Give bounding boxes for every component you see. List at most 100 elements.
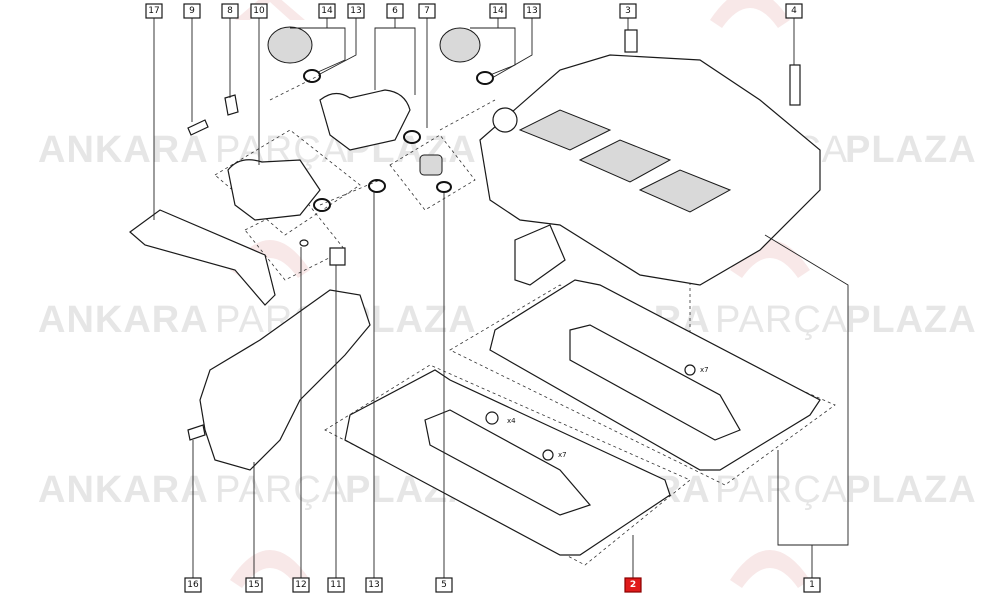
callout-label: 6	[392, 6, 398, 16]
bolt-3-icon	[624, 29, 638, 53]
watermark-word-parca: PARÇA	[715, 469, 848, 511]
quantity-label: x7	[558, 451, 567, 459]
timing-cover	[199, 289, 371, 471]
dipstick-guide	[129, 209, 276, 306]
callout-label: 2	[630, 580, 636, 590]
watermark-word-plaza: PLAZA	[845, 299, 977, 341]
leader-13b	[491, 18, 533, 79]
oil-caps	[267, 26, 494, 212]
callout-12[interactable]: 12	[292, 577, 310, 593]
callout-label: 12	[295, 580, 306, 590]
callout-16[interactable]: 16	[184, 577, 202, 593]
leader-1	[764, 234, 849, 578]
rocker-cover-channel	[518, 109, 612, 151]
callout-14[interactable]: 14	[318, 3, 336, 19]
callout-2-highlighted[interactable]: 2	[624, 577, 642, 593]
watermark-word-parca: PARÇA	[215, 469, 348, 511]
watermark-word-plaza: PLAZA	[845, 129, 977, 171]
right-seal-strip	[569, 324, 741, 441]
o-ring-icon	[476, 71, 494, 85]
callout-9[interactable]: 9	[183, 3, 201, 19]
oil-separator-housing	[227, 159, 321, 221]
o-ring-icon	[313, 198, 331, 212]
watermark-word-parca: PARÇA	[715, 299, 848, 341]
callout-label: 1	[809, 580, 815, 590]
leader-6	[374, 18, 416, 95]
callout-label: 13	[350, 6, 361, 16]
callout-label: 11	[330, 580, 341, 590]
stud-4-icon	[789, 64, 801, 106]
bolt-16-icon	[187, 424, 206, 441]
washer-12-icon	[299, 239, 309, 247]
watermark-word-ankara: ANKARA	[38, 129, 209, 171]
callout-label: 14	[321, 6, 333, 16]
callout-8[interactable]: 8	[221, 3, 239, 19]
guide-line	[269, 74, 321, 101]
quantity-label: x7	[700, 366, 709, 374]
breather-parts	[187, 89, 443, 441]
leader-14a	[290, 18, 346, 73]
valve-outline	[389, 134, 476, 211]
rocker-cover-outlet	[514, 224, 566, 286]
callout-1[interactable]: 1	[803, 577, 821, 593]
callouts: 17 9 8 10 14 13 6 7 14 13 3 4 16 15 12 1…	[145, 3, 821, 593]
callout-label: 13	[526, 6, 537, 16]
guide-line	[439, 99, 496, 131]
watermark-word-ankara: ANKARA	[38, 299, 209, 341]
spark-seal-icon	[684, 364, 696, 376]
pcv-valve-icon	[419, 154, 443, 176]
rocker-cover-channel	[638, 169, 732, 213]
rocker-cover-channel	[578, 139, 672, 183]
filler-neck	[492, 107, 518, 133]
bolt-9-icon	[187, 119, 209, 136]
leader-14b	[470, 18, 516, 76]
callout-10[interactable]: 10	[250, 3, 268, 19]
callout-13[interactable]: 13	[347, 3, 365, 19]
callout-label: 15	[248, 580, 259, 590]
callout-label: 4	[791, 6, 797, 16]
rocker-cover-assembly	[479, 29, 821, 286]
quantity-label: x4	[507, 417, 516, 425]
callout-label: 8	[227, 6, 233, 16]
leader-13a	[319, 18, 357, 75]
o-ring-icon	[436, 181, 452, 193]
spark-seal-icon	[542, 449, 554, 461]
callout-13[interactable]: 13	[365, 577, 383, 593]
callout-label: 13	[368, 580, 379, 590]
right-gasket-outline	[449, 284, 836, 486]
watermark-logo	[230, 0, 810, 588]
leader-lines	[153, 18, 849, 578]
callout-label: 14	[492, 6, 504, 16]
o-ring-icon	[368, 179, 386, 193]
oil-cap-right-icon	[439, 27, 481, 63]
callout-14[interactable]: 14	[489, 3, 507, 19]
watermark-word-plaza: PLAZA	[845, 469, 977, 511]
callout-11[interactable]: 11	[327, 577, 345, 593]
callout-label: 3	[625, 6, 631, 16]
left-seal-strip	[424, 409, 592, 516]
clip-8-icon	[224, 94, 239, 116]
gaskets: x7 x4 x7	[344, 279, 821, 556]
callout-5[interactable]: 5	[435, 577, 453, 593]
callout-17[interactable]: 17	[145, 3, 163, 19]
oil-cap-left-icon	[267, 26, 313, 64]
timing-cover-and-dipstick	[129, 209, 371, 471]
callout-6[interactable]: 6	[386, 3, 404, 19]
breather-pipe	[319, 89, 411, 151]
callout-15[interactable]: 15	[245, 577, 263, 593]
callout-label: 10	[253, 6, 265, 16]
o-ring-icon	[303, 69, 321, 83]
callout-7[interactable]: 7	[418, 3, 436, 19]
callout-label: 7	[424, 6, 430, 16]
callout-4[interactable]: 4	[785, 3, 803, 19]
callout-13[interactable]: 13	[523, 3, 541, 19]
callout-3[interactable]: 3	[619, 3, 637, 19]
spark-seal-icon	[485, 411, 499, 425]
bolt-11-icon	[329, 247, 346, 266]
o-ring-icon	[403, 130, 421, 144]
oil-filler-housing-outline	[214, 129, 361, 236]
callout-label: 5	[441, 580, 447, 590]
callout-label: 17	[148, 6, 159, 16]
